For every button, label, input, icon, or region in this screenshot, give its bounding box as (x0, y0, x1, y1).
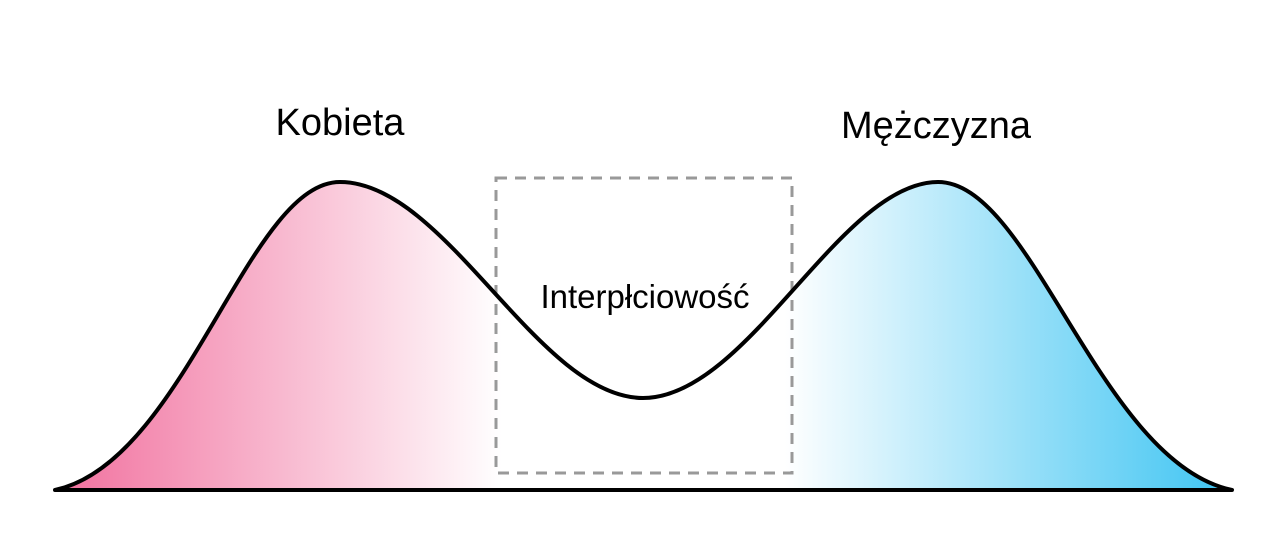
label-female: Kobieta (276, 102, 406, 144)
distribution-fill (55, 182, 1232, 490)
distribution-curve-outline (53, 180, 1234, 492)
intersex-region-box (494, 176, 794, 475)
label-male: Mężczyzna (841, 105, 1032, 147)
label-intersex: Interpłciowość (540, 278, 749, 315)
